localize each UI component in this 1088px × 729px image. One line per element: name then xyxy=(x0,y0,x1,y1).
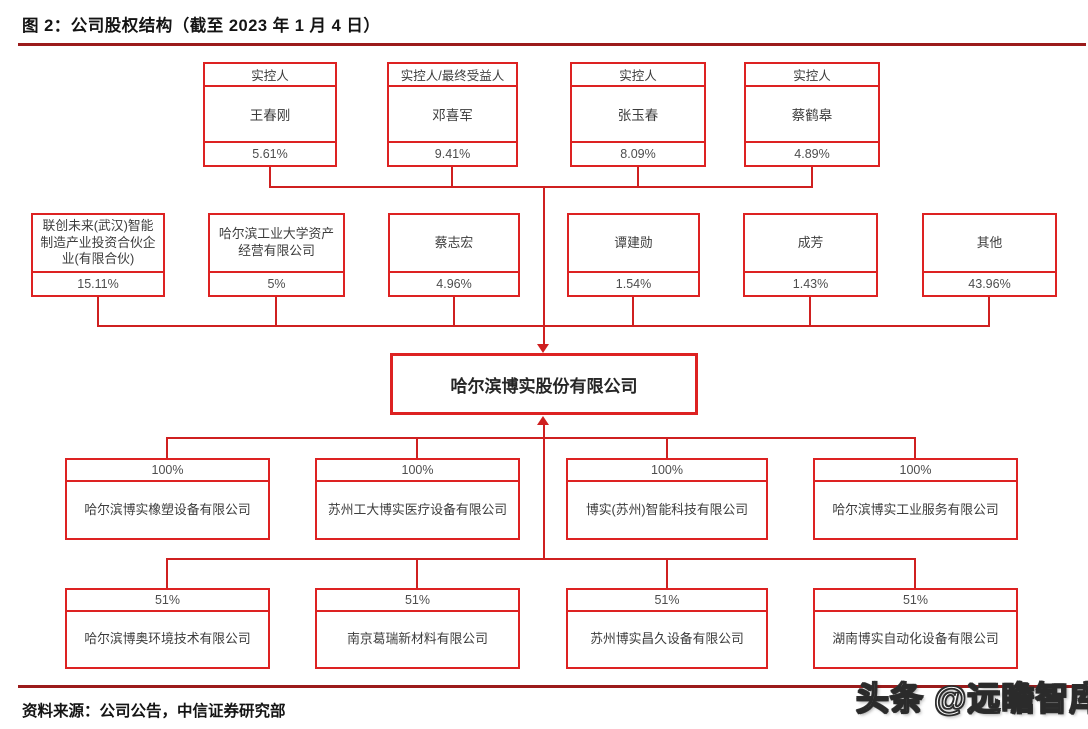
subsidiary-share: 100% xyxy=(815,460,1016,482)
controller-name: 王春刚 xyxy=(249,108,291,123)
connector-bus-shareholders xyxy=(97,325,989,327)
subsidiary-share: 100% xyxy=(67,460,268,482)
connector-stub xyxy=(451,167,453,188)
shareholder-box: 联创未来(武汉)智能制造产业投资合伙企业(有限合伙) 15.11% xyxy=(31,213,165,297)
shareholder-share: 15.11% xyxy=(33,271,163,295)
controller-name: 邓喜军 xyxy=(432,108,473,123)
parent-company-box: 哈尔滨博实股份有限公司 xyxy=(390,353,698,415)
watermark: 头条 @远瞻智库 xyxy=(855,679,1088,717)
subsidiary-share: 51% xyxy=(815,590,1016,612)
connector-stub xyxy=(666,437,668,458)
shareholder-box: 成芳 1.43% xyxy=(743,213,878,297)
subsidiary-name: 湖南博实自动化设备有限公司 xyxy=(832,631,999,647)
connector-stub xyxy=(988,297,990,327)
controller-box: 实控人/最终受益人 邓喜军 9.41% xyxy=(387,62,518,167)
controller-role: 实控人 xyxy=(746,64,878,87)
controller-share: 4.89% xyxy=(746,141,878,165)
connector-stub xyxy=(416,558,418,588)
shareholder-share: 4.96% xyxy=(390,271,518,295)
figure-title: 图 2：公司股权结构（截至 2023 年 1 月 4 日） xyxy=(22,17,381,35)
connector-trunk-subsidiaries xyxy=(543,424,545,560)
connector-stub xyxy=(914,437,916,458)
connector-stub xyxy=(666,558,668,588)
controller-share: 9.41% xyxy=(389,141,516,165)
connector-stub xyxy=(97,297,99,327)
subsidiary-box: 51% 湖南博实自动化设备有限公司 xyxy=(813,588,1018,669)
shareholder-name: 成芳 xyxy=(797,234,824,250)
subsidiary-share: 100% xyxy=(317,460,518,482)
parent-company-name: 哈尔滨博实股份有限公司 xyxy=(450,376,638,396)
controller-box: 实控人 王春刚 5.61% xyxy=(203,62,337,167)
subsidiary-name: 哈尔滨博实橡塑设备有限公司 xyxy=(84,501,251,517)
shareholder-name: 哈尔滨工业大学资产经营有限公司 xyxy=(218,226,335,258)
connector-bus-wholly-owned xyxy=(166,437,916,439)
shareholder-share: 5% xyxy=(210,271,343,295)
shareholder-box: 哈尔滨工业大学资产经营有限公司 5% xyxy=(208,213,345,297)
connector-bus-controllers xyxy=(269,186,813,188)
controller-role: 实控人 xyxy=(205,64,335,87)
connector-stub xyxy=(914,558,916,588)
connector-stub xyxy=(269,167,271,188)
shareholder-share: 1.54% xyxy=(569,271,698,295)
subsidiary-name: 哈尔滨博奥环境技术有限公司 xyxy=(84,631,251,647)
subsidiary-share: 51% xyxy=(67,590,268,612)
subsidiary-box: 100% 博实(苏州)智能科技有限公司 xyxy=(566,458,768,540)
subsidiary-share: 100% xyxy=(568,460,766,482)
subsidiary-name: 博实(苏州)智能科技有限公司 xyxy=(585,501,749,517)
connector-stub xyxy=(166,437,168,458)
subsidiary-name: 哈尔滨博实工业服务有限公司 xyxy=(832,501,999,517)
subsidiary-name: 南京葛瑞新材料有限公司 xyxy=(347,631,488,647)
subsidiary-box: 51% 南京葛瑞新材料有限公司 xyxy=(315,588,520,669)
shareholder-name: 联创未来(武汉)智能制造产业投资合伙企业(有限合伙) xyxy=(40,218,156,267)
subsidiary-box: 100% 苏州工大博实医疗设备有限公司 xyxy=(315,458,520,540)
connector-stub xyxy=(632,297,634,327)
shareholder-share: 43.96% xyxy=(924,271,1055,295)
connector-stub xyxy=(809,297,811,327)
shareholder-name: 其他 xyxy=(976,234,1003,250)
shareholder-box: 谭建勋 1.54% xyxy=(567,213,700,297)
controller-box: 实控人 蔡鹤皋 4.89% xyxy=(744,62,880,167)
subsidiary-name: 苏州博实昌久设备有限公司 xyxy=(590,631,744,647)
shareholder-name: 蔡志宏 xyxy=(434,234,474,250)
controller-share: 8.09% xyxy=(572,141,704,165)
connector-stub xyxy=(453,297,455,327)
controller-box: 实控人 张玉春 8.09% xyxy=(570,62,706,167)
subsidiary-box: 51% 苏州博实昌久设备有限公司 xyxy=(566,588,768,669)
connector-bus-majority xyxy=(166,558,916,560)
controller-name: 蔡鹤皋 xyxy=(791,108,833,123)
subsidiary-share: 51% xyxy=(317,590,518,612)
connector-stub xyxy=(416,437,418,458)
controller-name: 张玉春 xyxy=(617,108,659,123)
connector-stub xyxy=(637,167,639,188)
subsidiary-share: 51% xyxy=(568,590,766,612)
controller-share: 5.61% xyxy=(205,141,335,165)
controller-role: 实控人/最终受益人 xyxy=(389,64,516,87)
shareholder-name: 谭建勋 xyxy=(614,234,653,250)
subsidiary-box: 51% 哈尔滨博奥环境技术有限公司 xyxy=(65,588,270,669)
arrow-down-icon xyxy=(537,344,549,353)
title-underline xyxy=(18,43,1086,46)
arrow-up-icon xyxy=(537,416,549,425)
connector-trunk-down xyxy=(543,186,545,346)
footer-divider xyxy=(18,685,1088,688)
connector-stub xyxy=(811,167,813,188)
shareholder-box: 其他 43.96% xyxy=(922,213,1057,297)
source-note: 资料来源：公司公告，中信证券研究部 xyxy=(22,703,286,720)
shareholder-box: 蔡志宏 4.96% xyxy=(388,213,520,297)
subsidiary-box: 100% 哈尔滨博实工业服务有限公司 xyxy=(813,458,1018,540)
subsidiary-box: 100% 哈尔滨博实橡塑设备有限公司 xyxy=(65,458,270,540)
connector-stub xyxy=(275,297,277,327)
connector-stub xyxy=(166,558,168,588)
subsidiary-name: 苏州工大博实医疗设备有限公司 xyxy=(327,501,508,517)
shareholder-share: 1.43% xyxy=(745,271,876,295)
controller-role: 实控人 xyxy=(572,64,704,87)
